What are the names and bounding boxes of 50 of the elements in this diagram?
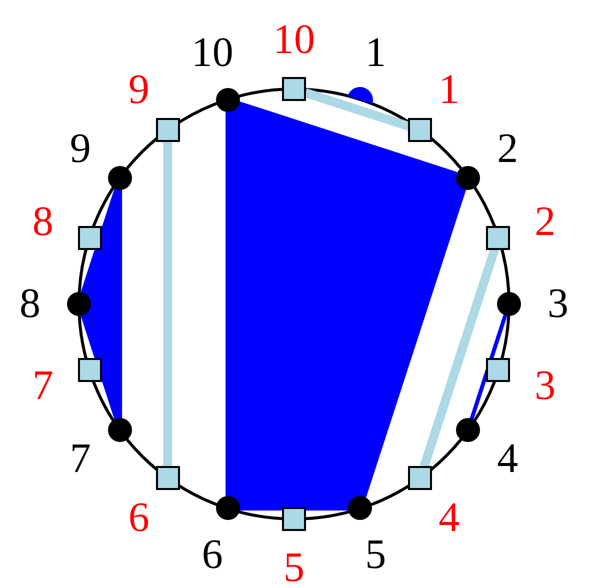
point-label: 9 (70, 128, 91, 170)
point-label: 8 (32, 201, 54, 244)
square-marker (156, 118, 180, 142)
chord-line (238, 101, 458, 176)
chord-line (304, 88, 410, 131)
square-marker (78, 358, 102, 382)
point-label: 7 (70, 438, 91, 480)
square-marker (408, 466, 432, 490)
point-dot (216, 88, 240, 112)
point-label: 1 (365, 32, 386, 74)
point-label: 6 (128, 496, 150, 539)
point-dot (348, 496, 372, 520)
point-label: 3 (534, 364, 556, 407)
square-marker (78, 226, 102, 250)
point-label: 2 (497, 128, 518, 170)
point-label: 7 (32, 364, 54, 407)
point-dot (456, 166, 480, 190)
chord-line (240, 506, 348, 510)
point-label: 6 (202, 534, 223, 576)
point-label: 9 (128, 69, 150, 112)
square-marker (156, 466, 180, 490)
point-dot (456, 418, 480, 442)
point-label: 10 (273, 19, 315, 61)
chord-line (80, 314, 118, 420)
chord-line (470, 314, 508, 420)
point-dot (108, 166, 132, 190)
square-marker (486, 358, 510, 382)
chord-line (80, 188, 118, 294)
point-dot (108, 418, 132, 442)
point-dot (216, 496, 240, 520)
point-label: 10 (191, 32, 234, 74)
chord-line (118, 190, 122, 418)
point-label: 5 (284, 547, 304, 588)
square-marker (408, 118, 432, 142)
point-label: 3 (548, 283, 568, 325)
point-label: 5 (365, 534, 386, 576)
point-label: 2 (534, 201, 556, 244)
chord-line (362, 188, 466, 498)
point-label: 8 (20, 283, 40, 325)
point-dot (497, 292, 521, 316)
square-marker (282, 507, 306, 531)
square-marker (486, 226, 510, 250)
point-dot (67, 292, 91, 316)
chord-line (420, 248, 500, 468)
square-marker (282, 77, 306, 101)
point-label: 1 (438, 69, 460, 112)
point-label: 4 (497, 438, 518, 480)
point-label: 4 (438, 496, 460, 539)
chord-line (226, 112, 230, 496)
chord-line (163, 142, 172, 466)
